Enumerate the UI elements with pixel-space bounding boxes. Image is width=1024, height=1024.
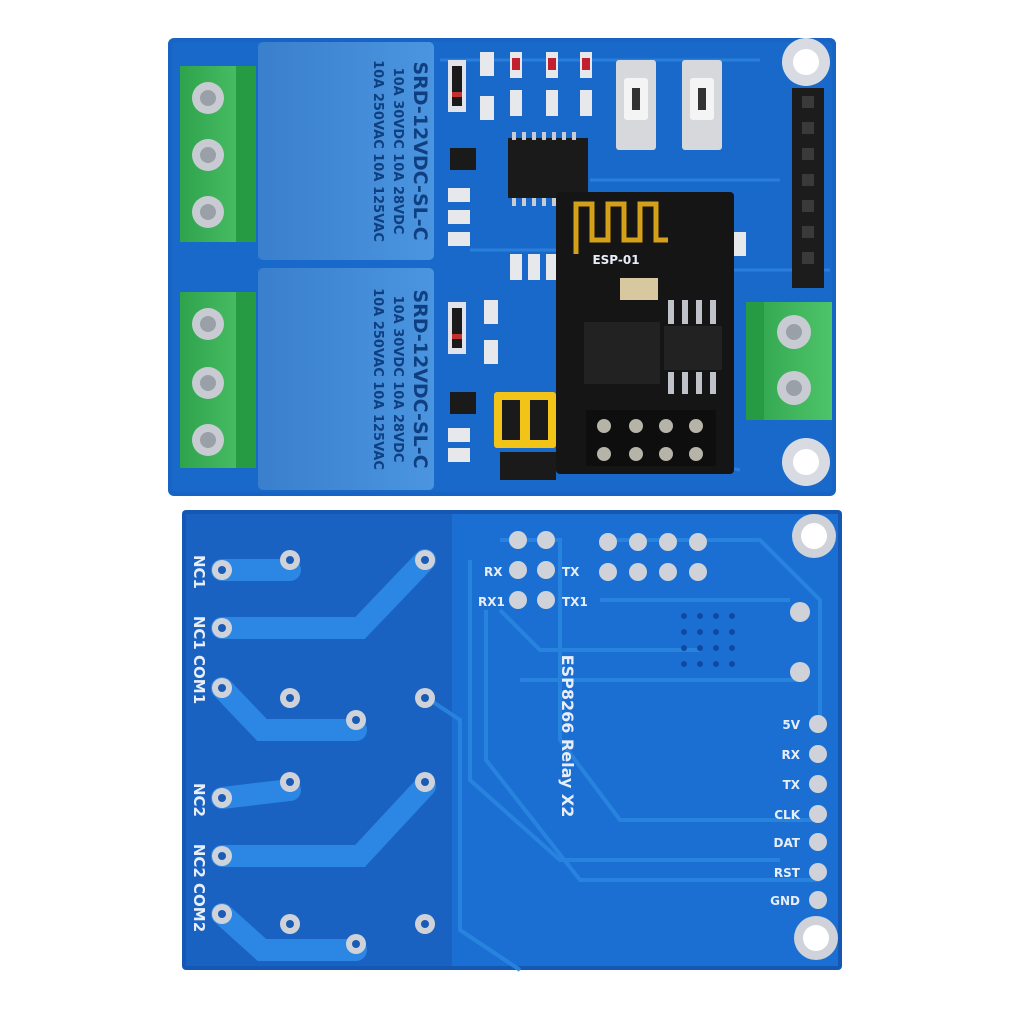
mounting-hole-top [782, 38, 830, 86]
terminal-block-relay1 [180, 66, 256, 242]
terminal-block-relay2 [180, 292, 256, 468]
board-title: ESP8266 Relay X2 [558, 655, 577, 818]
bottom-board: NC1 NC1 COM1 NC2 NC2 COM2 RX TX RX1 TX1 … [182, 510, 842, 972]
pin-header-7 [792, 88, 824, 288]
relay-2-model: SRD-12VDC-SL-C [409, 289, 431, 468]
switch-s1 [682, 60, 722, 150]
label-rx1: RX1 [478, 595, 505, 609]
transistor-q2 [450, 148, 476, 170]
mounting-hole-bottom-bottom [794, 916, 838, 960]
antenna-trace [573, 201, 668, 254]
relay-2-rating-a: 10A 250VAC 10A 125VAC [370, 288, 385, 470]
flash-chip [664, 326, 722, 370]
pin-label-tx: TX [783, 778, 801, 792]
header-pads [809, 715, 827, 909]
esp01-module: ESP-01 [556, 192, 734, 474]
relay-1-rating-a: 10A 250VAC 10A 125VAC [370, 60, 385, 242]
pin-label-clk: CLK [774, 808, 800, 822]
relay-2: SRD-12VDC-SL-C 10A 250VAC 10A 125VAC 10A… [258, 268, 434, 490]
pin-label-rx: RX [782, 748, 801, 762]
pin-label-dat: DAT [773, 836, 800, 850]
pin-label-rst: RST [774, 866, 801, 880]
label-nc1: NC1 [190, 555, 208, 589]
diode-d3 [448, 302, 466, 354]
label-nc1-com1: NC1 COM1 [190, 616, 208, 704]
relay-2-rating-b: 10A 30VDC 10A 28VDC [390, 296, 405, 463]
mounting-hole-bottom [782, 438, 830, 486]
mounting-hole-bottom-top [792, 514, 836, 558]
esp8266-chip [584, 322, 660, 384]
switch-s2 [616, 60, 656, 150]
top-board: SRD-12VDC-SL-C 10A 250VAC 10A 125VAC 10A… [168, 38, 836, 496]
pin-label-gnd: GND [770, 894, 800, 908]
diode-d1 [448, 60, 466, 112]
label-nc2: NC2 [190, 783, 208, 817]
pin-label-5v: 5V [782, 718, 800, 732]
esp01-header [586, 410, 716, 466]
relay-traces [211, 549, 436, 961]
driver-ic [508, 132, 588, 206]
label-rx: RX [484, 565, 503, 579]
via-grid [681, 613, 735, 667]
relay-1-rating-b: 10A 30VDC 10A 28VDC [390, 68, 405, 235]
esp01-label: ESP-01 [592, 253, 639, 267]
jumper-block [494, 392, 556, 480]
esp01-socket-pads [509, 531, 707, 609]
relay-1-model: SRD-12VDC-SL-C [409, 61, 431, 240]
label-tx1: TX1 [562, 595, 588, 609]
label-tx: TX [562, 565, 580, 579]
transistor-q1 [450, 392, 476, 414]
label-nc2-com2: NC2 COM2 [190, 844, 208, 932]
terminal-block-power [746, 302, 832, 420]
relay-1: SRD-12VDC-SL-C 10A 250VAC 10A 125VAC 10A… [258, 42, 434, 260]
